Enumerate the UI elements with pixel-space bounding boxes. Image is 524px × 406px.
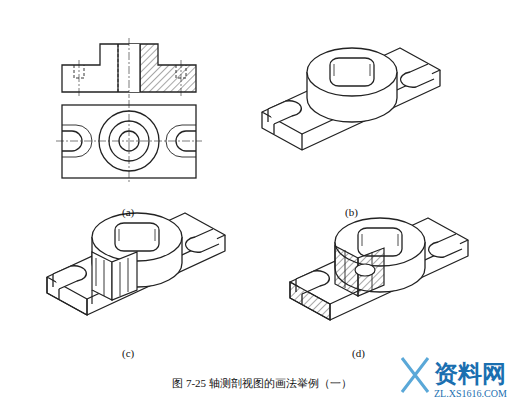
watermark: 资料网 bbox=[434, 358, 506, 390]
figure-label: (a) bbox=[122, 206, 134, 218]
figure-label: (d) bbox=[352, 347, 365, 359]
figure-caption: 图 7-25 轴测剖视图的画法举例（一） bbox=[172, 376, 352, 391]
figure-label: (b) bbox=[345, 206, 358, 218]
watermark: ZL.XS1616.COM bbox=[434, 388, 507, 399]
figure-label: (c) bbox=[122, 347, 134, 359]
